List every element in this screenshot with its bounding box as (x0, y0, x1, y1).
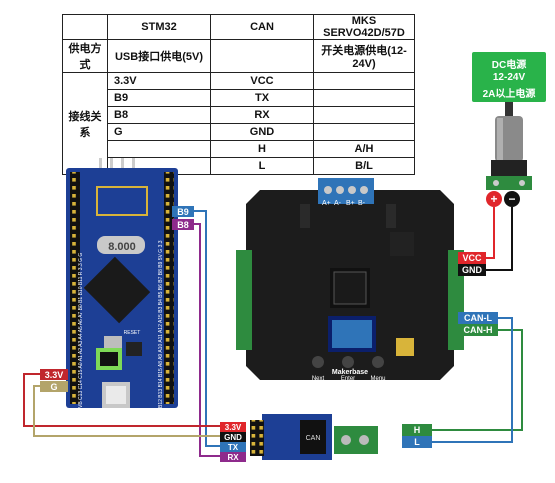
stm32-g-tag (40, 381, 68, 392)
can-pin-tag (220, 452, 246, 462)
reset-label: RESET (124, 330, 141, 336)
can-l-tag-text: CAN-L (464, 313, 492, 323)
terminal-label-a-minus: A- (334, 200, 342, 207)
terminal-label-a-plus: A+ (322, 200, 331, 207)
table-header-cell: MKS SERVO42D/57D (313, 14, 415, 40)
wire-b9-tx (194, 210, 220, 447)
can-l-tag (458, 312, 498, 324)
table-row: H A/H (63, 140, 415, 158)
brand-label: Makerbase (332, 369, 368, 376)
table-cell: B/L (313, 157, 415, 175)
can-pin-tag (220, 422, 246, 432)
wire-3v3 (23, 373, 220, 427)
wire-can-l (432, 317, 513, 443)
table-cell: 开关电源供电(12-24V) (313, 39, 415, 73)
dc-terminal-minus: − (504, 191, 520, 207)
pins-top-label: VB C13 C14 C15 A0 A1 A2 A3 A4 A5 A6 A7 B… (78, 253, 84, 408)
can-pin-rx: RX (227, 453, 239, 462)
can-chip-label: CAN (306, 435, 321, 442)
can-out-h: H (414, 425, 421, 435)
next-button-label: Next (312, 376, 325, 382)
pins-bottom-label: B12 B13 B14 B15 A8 A9 A10 A11 A12 A15 B3… (158, 240, 164, 408)
table-row: B8 RX (63, 106, 415, 124)
can-h-tag-text: CAN-H (464, 325, 493, 335)
dc-power-title: DC电源 (491, 60, 527, 71)
table-cell: B9 (107, 89, 211, 107)
stm32-b9: B9 (177, 207, 189, 217)
table-row: L B/L (63, 157, 415, 175)
stm32-b8-tag (172, 219, 194, 230)
dc-power-voltage: 12-24V (492, 72, 526, 83)
table-cell: USB接口供电(5V) (107, 39, 211, 73)
gnd-tag (458, 264, 486, 276)
table-row: 供电方式 USB接口供电(5V) 开关电源供电(12-24V) (62, 39, 415, 73)
can-pin-tag (220, 432, 246, 442)
stm32-b8: B8 (177, 220, 189, 230)
dc-terminal-plus: + (486, 191, 502, 207)
gnd-tag-text: GND (462, 265, 483, 275)
can-h-tag (458, 324, 498, 336)
vcc-tag (458, 252, 486, 264)
enter-button-label: Enter (341, 376, 355, 382)
can-pin-gnd: GND (224, 433, 242, 442)
wire-b8-rx (194, 223, 220, 457)
wire-gnd-can (33, 385, 220, 437)
can-pin-tx: TX (228, 443, 239, 452)
stm32-g: G (50, 382, 57, 392)
vcc-tag-text: VCC (462, 253, 482, 263)
can-out-h-tag (402, 424, 432, 436)
wiring-table: STM32 CAN MKS SERVO42D/57D 供电方式 USB接口供电(… (62, 14, 415, 175)
can-out-l: L (414, 437, 420, 447)
plus-sign: + (490, 192, 497, 206)
dc-adapter (486, 102, 532, 190)
can-out-l-tag (402, 436, 432, 448)
wire-can-h (432, 329, 523, 431)
table-cell: B8 (107, 106, 211, 124)
table-cell: A/H (313, 140, 415, 158)
dc-power-current: 2A以上电源 (482, 89, 536, 100)
table-cell (210, 39, 314, 73)
stm32-3v3: 3.3V (45, 370, 64, 380)
crystal-label: 8.000 (108, 241, 136, 253)
terminal-label-b-plus: B+ (346, 200, 355, 207)
stm32-3v3-tag (40, 369, 68, 380)
can-pin-3v3: 3.3V (225, 423, 242, 432)
can-pin-tag (220, 442, 246, 452)
can-module: CAN (250, 414, 378, 460)
servo-board: A+ A- B+ B- Makerbase Next Enter Menu (236, 178, 464, 382)
wiring-label: 接线关系 (62, 72, 108, 175)
stm32-board: 8.000 RESET VB C13 C14 C15 A0 A1 A2 A3 A… (66, 158, 178, 408)
terminal-label-b-minus: B- (358, 200, 366, 207)
stm32-b9-tag (172, 206, 194, 217)
dc-power-label: DC电源 12-24V 2A以上电源 (472, 52, 546, 102)
minus-sign: − (508, 192, 515, 206)
menu-button-label: Menu (370, 376, 385, 382)
